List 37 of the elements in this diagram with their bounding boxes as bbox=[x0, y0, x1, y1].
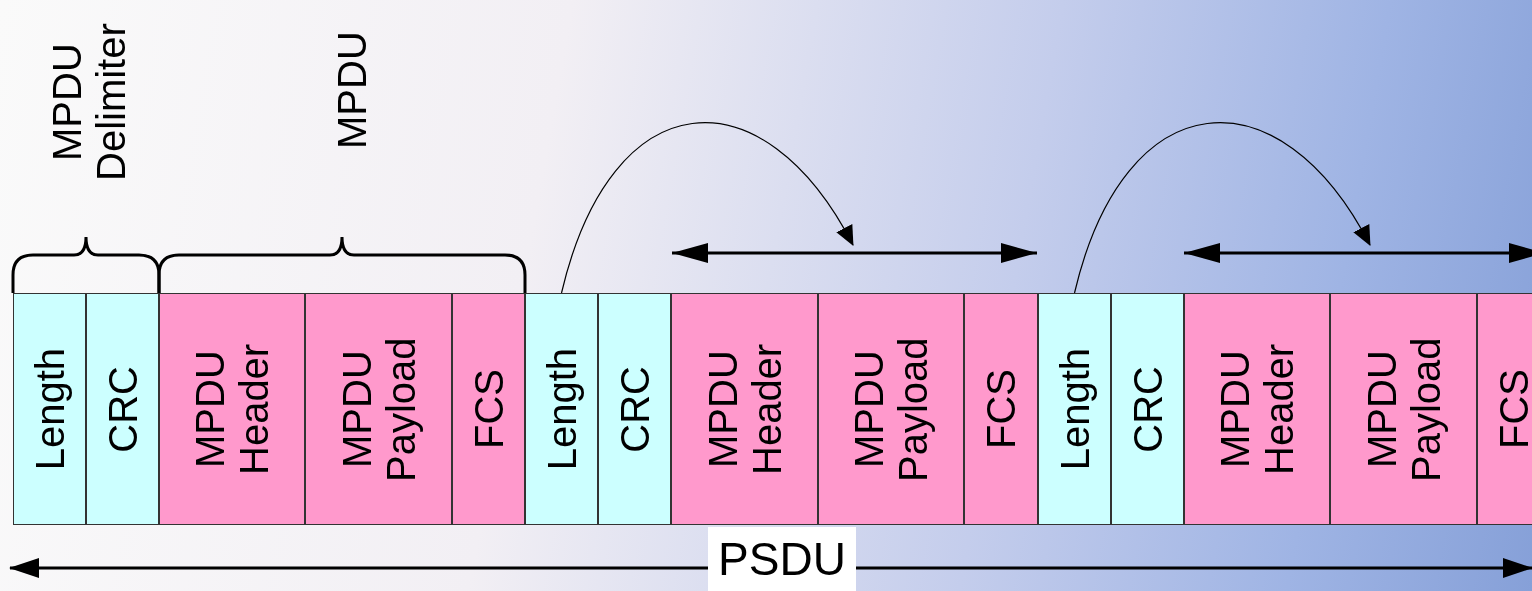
field-cell bbox=[1111, 293, 1184, 525]
field-cell bbox=[1184, 293, 1330, 525]
double-arrow bbox=[672, 243, 1037, 263]
field-cell bbox=[671, 293, 818, 525]
field-label: MPDU Header bbox=[1213, 342, 1301, 477]
field-label: Length bbox=[539, 347, 584, 471]
field-label: MPDU Header bbox=[188, 342, 276, 477]
field-cell bbox=[1330, 293, 1477, 525]
field-label: Length bbox=[1052, 347, 1097, 471]
curved-arrow bbox=[1073, 122, 1371, 294]
bracket-label: MPDU bbox=[330, 30, 374, 151]
field-label: FCS bbox=[979, 369, 1023, 449]
field-cell bbox=[964, 293, 1038, 525]
field-label: Length bbox=[27, 347, 72, 471]
field-cell bbox=[305, 293, 452, 525]
field-cell bbox=[86, 293, 159, 525]
field-label: MPDU Header bbox=[700, 342, 789, 477]
field-cell bbox=[598, 293, 671, 525]
field-label: FCS bbox=[1491, 369, 1532, 449]
bracket-label: MPDU Delimiter bbox=[45, 22, 133, 184]
field-cell bbox=[525, 293, 598, 525]
double-arrow bbox=[1184, 243, 1532, 263]
field-label: MPDU Payload bbox=[334, 335, 423, 484]
field-label: MPDU Payload bbox=[1359, 335, 1448, 484]
field-label: CRC bbox=[1125, 365, 1170, 453]
field-cell bbox=[1038, 293, 1111, 525]
field-cell bbox=[13, 293, 86, 525]
field-cell bbox=[159, 293, 305, 525]
field-label: FCS bbox=[466, 369, 511, 449]
field-cell bbox=[818, 293, 964, 525]
field-cell bbox=[452, 293, 525, 525]
dimension-label: PSDU bbox=[708, 527, 856, 591]
curved-arrow bbox=[560, 122, 854, 294]
field-label: CRC bbox=[612, 365, 657, 453]
field-label: MPDU Payload bbox=[847, 335, 935, 484]
field-label: CRC bbox=[100, 365, 145, 453]
field-cell bbox=[1477, 293, 1532, 525]
